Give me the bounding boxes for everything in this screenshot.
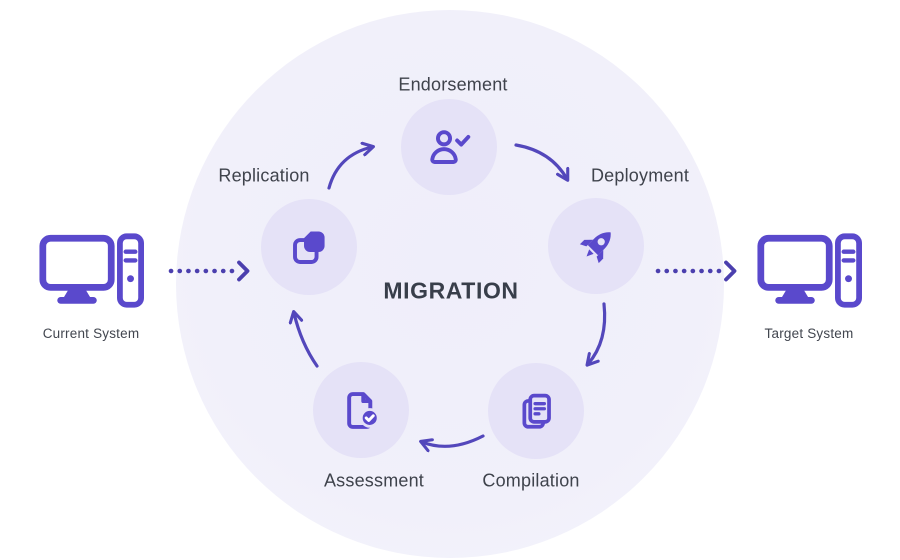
diagram-title: MIGRATION xyxy=(383,277,519,304)
target-system: Target System xyxy=(754,232,864,341)
step-label-deployment: Deployment xyxy=(590,165,690,186)
dotted-arrowhead-cycle-to-target xyxy=(724,260,737,282)
current-system-label: Current System xyxy=(42,326,140,341)
desktop-computer-icon xyxy=(757,233,862,308)
step-label-assessment: Assessment xyxy=(323,470,425,491)
copy-icon xyxy=(292,230,325,264)
step-label-compilation: Compilation xyxy=(482,470,580,491)
step-circle-endorsement xyxy=(401,99,497,195)
documents-lines-icon xyxy=(521,393,551,429)
step-label-endorsement: Endorsement xyxy=(398,74,508,95)
rocket-icon xyxy=(579,231,611,263)
user-check-icon xyxy=(429,129,470,164)
step-circle-replication xyxy=(261,199,357,295)
target-system-label: Target System xyxy=(764,326,854,341)
step-circle-deployment xyxy=(548,198,644,294)
desktop-computer-icon xyxy=(39,233,144,308)
current-system: Current System xyxy=(36,232,146,341)
step-circle-compilation xyxy=(488,363,584,459)
step-label-replication: Replication xyxy=(218,165,310,186)
file-check-icon xyxy=(346,391,380,429)
step-circle-assessment xyxy=(313,362,409,458)
